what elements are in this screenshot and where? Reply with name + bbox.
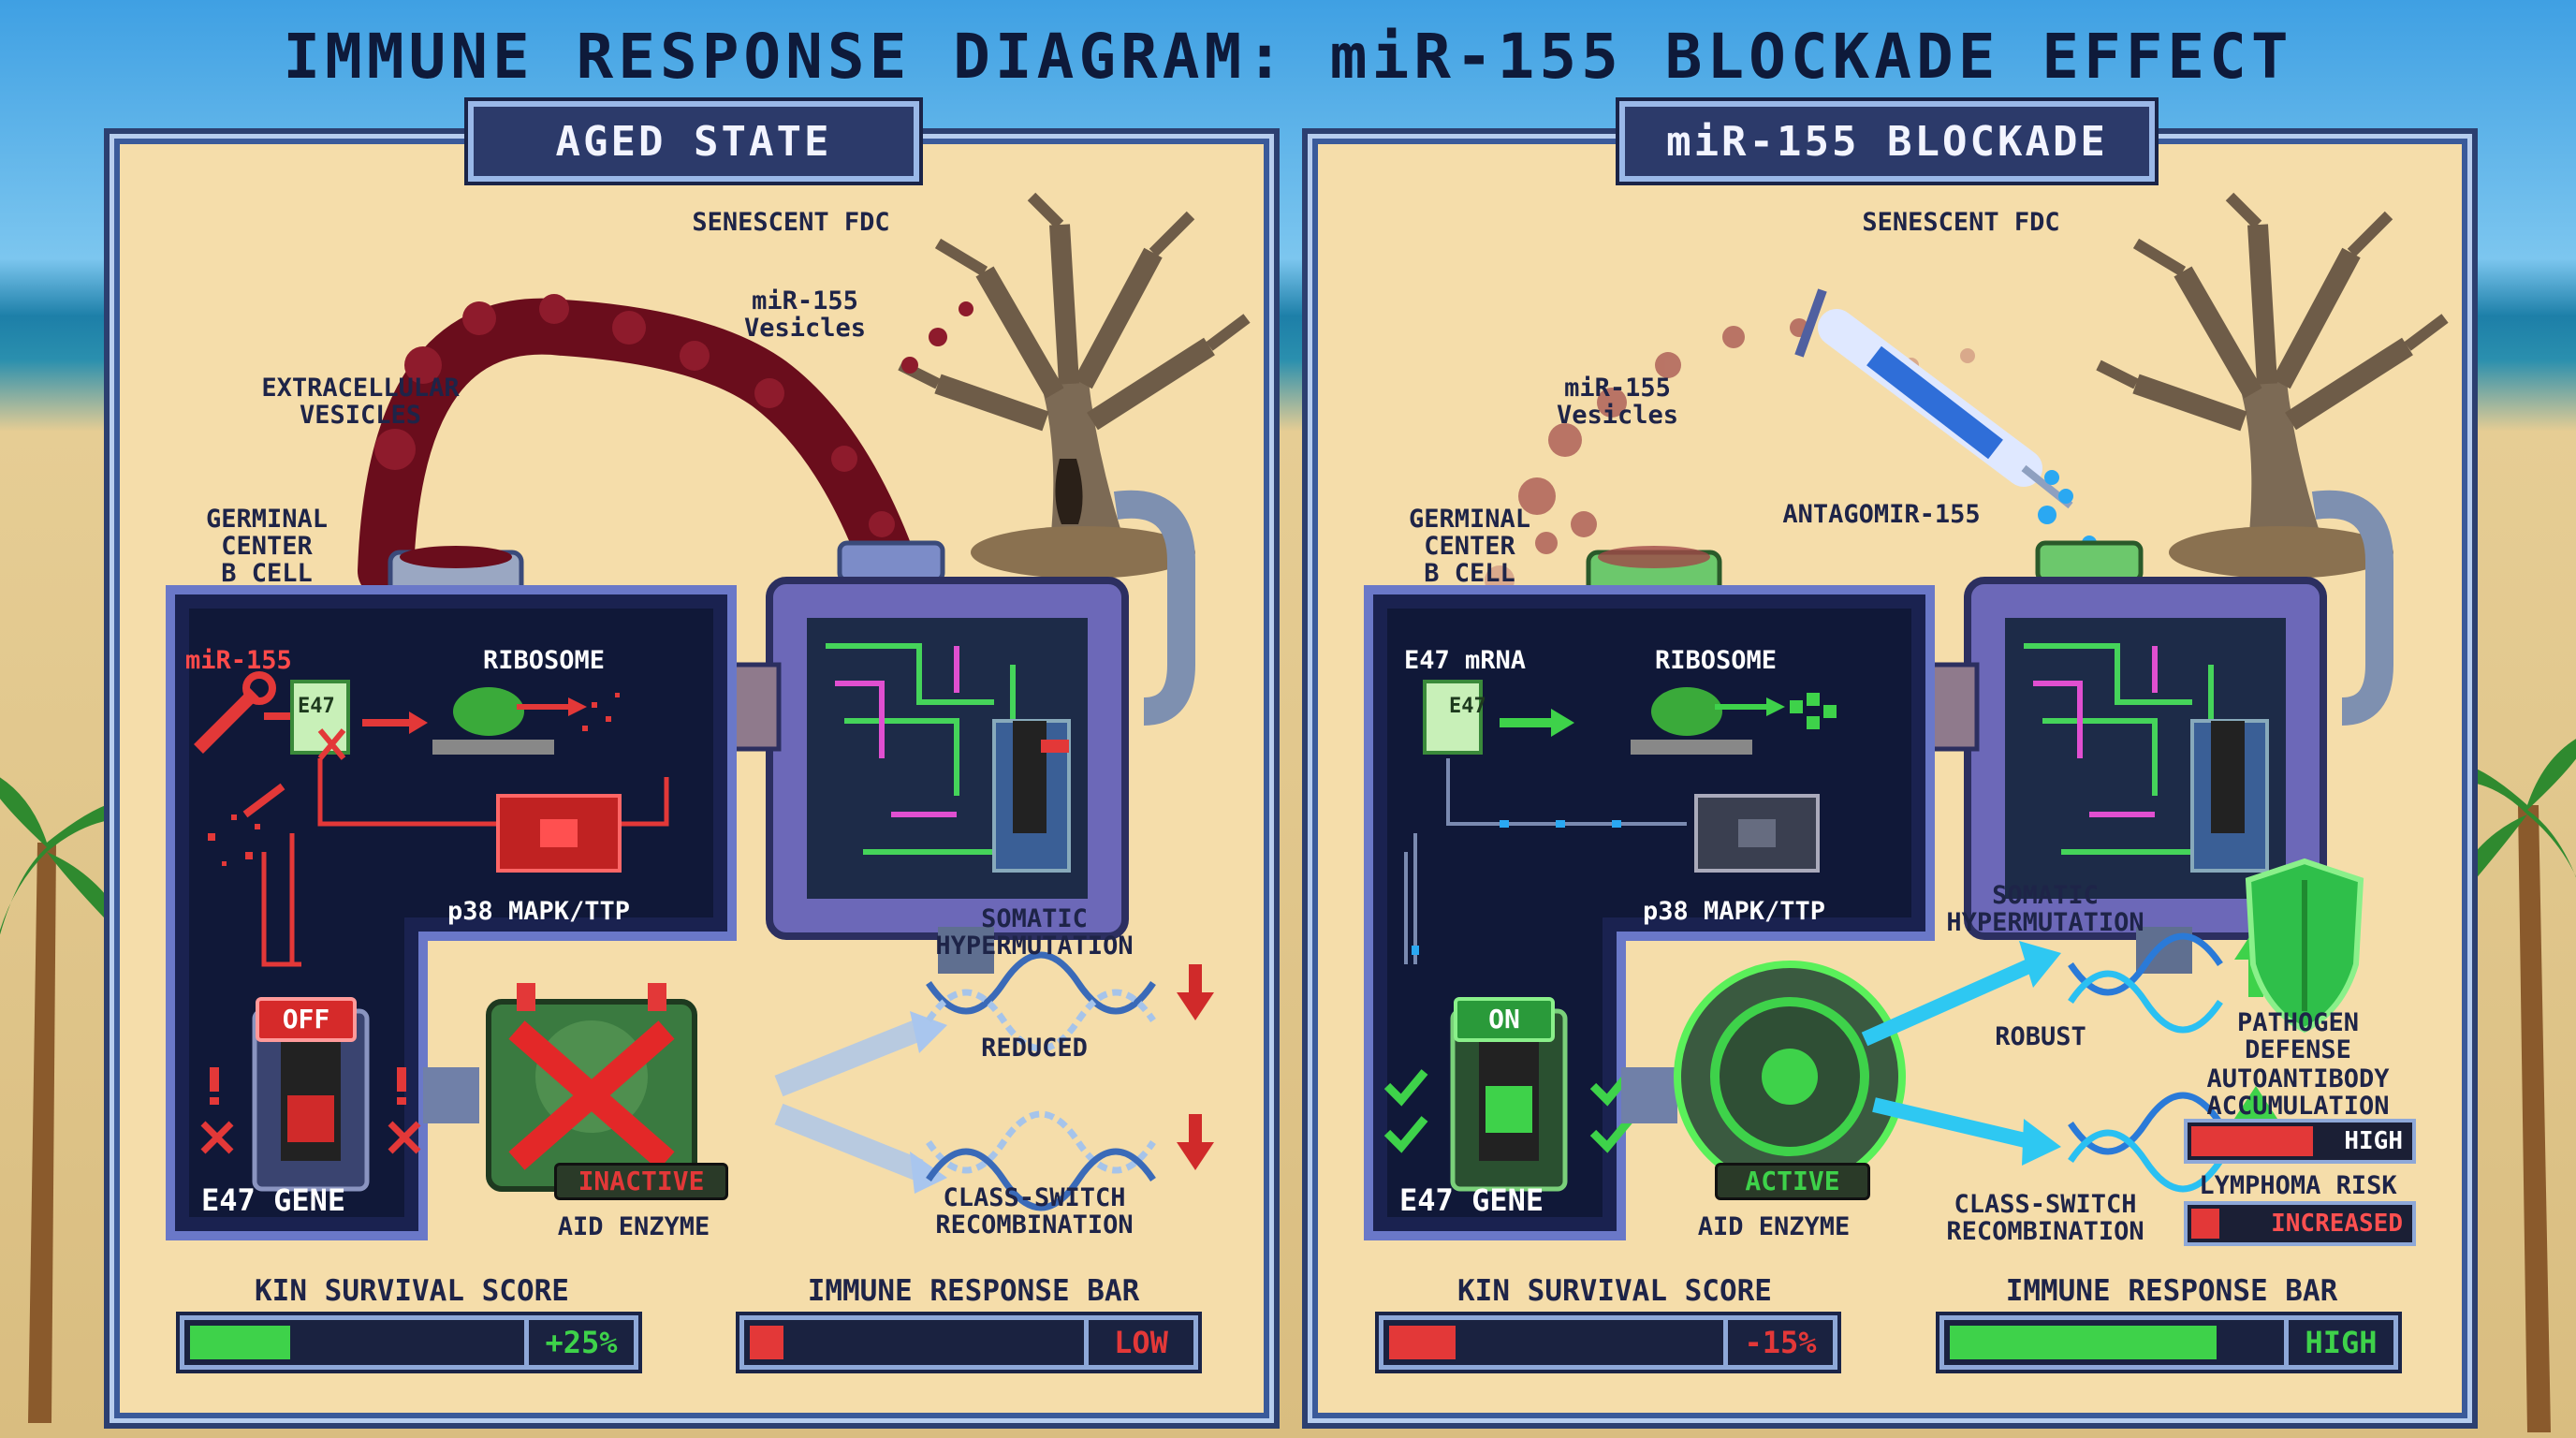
mir155-vesicles-label: miR-155 Vesicles [1556,374,1679,430]
aged-state-illustration [166,192,1251,1240]
ribosome-label: RIBOSOME [483,646,606,675]
csr-label: CLASS-SWITCH RECOMBINATION [935,1183,1134,1240]
e47-doc-label: E47 [298,695,335,718]
senescent-fdc-label: SENESCENT FDC [1862,208,2060,237]
autoantibody-value: HIGH [2344,1127,2403,1155]
shield-icon [2245,858,2364,1034]
palm-tree-icon [0,777,159,1423]
kin-survival-fill [190,1326,290,1359]
e47-mrna-label: E47 mRNA [1404,646,1527,675]
immune-response-fill [1950,1326,2217,1359]
document-icon [1423,680,1483,755]
blockade-header: miR-155 BLOCKADE [1619,101,2155,182]
p38-label: p38 MAPK/TTP [447,897,631,926]
autoantibody-label: AUTOANTIBODY ACCUMULATION [2206,1064,2390,1121]
shm-status-label: ROBUST [1995,1022,2086,1051]
immune-response-value: HIGH [2284,1320,2393,1365]
e47-gene-label: E47 GENE [201,1182,346,1218]
ribosome-icon [1631,687,1752,755]
e47-doc-label: E47 [1449,695,1486,718]
kin-survival-value: +25% [524,1320,634,1365]
extracellular-vesicles-label: EXTRACELLULAR VESICLES [261,374,460,430]
lymphoma-risk-value: INCREASED [2271,1210,2403,1238]
immune-response-label: IMMUNE RESPONSE BAR [807,1274,1140,1308]
gear-icon [1674,961,1906,1193]
shm-label: SOMATIC HYPERMUTATION [1946,881,2144,937]
wrench-icon [194,671,276,754]
immune-response-bar: LOW [739,1315,1198,1370]
switch-state-badge: ON [1454,997,1555,1042]
kin-survival-label: KIN SURVIVAL SCORE [255,1274,569,1308]
pipe-icon [2311,490,2393,726]
kin-survival-fill [1389,1326,1456,1359]
chip-icon [496,794,622,873]
x-mark-icon [200,1121,421,1154]
p38-label: p38 MAPK/TTP [1643,897,1826,926]
mir155-vesicles-label: miR-155 Vesicles [743,286,867,343]
switch-state-badge: OFF [256,997,357,1042]
lever-switch-icon [281,1039,341,1161]
shm-label: SOMATIC HYPERMUTATION [935,904,1134,961]
autoantibody-badge: HIGH [2184,1119,2416,1164]
germinal-center-b-cell-label: GERMINAL CENTER B CELL [1408,505,1531,588]
lymphoma-risk-badge: INCREASED [2184,1201,2416,1246]
aid-status-badge: ACTIVE [1715,1163,1870,1200]
blockade-illustration [1364,192,2449,1240]
ribosome-icon [432,687,554,755]
immune-response-bar: HIGH [1939,1315,2398,1370]
pipe-icon [1113,490,1195,726]
document-icon [290,680,350,755]
dna-icon [926,951,1156,1211]
dead-tree-icon [2096,192,2449,579]
ribosome-label: RIBOSOME [1655,646,1778,675]
lever-switch-icon [1479,1039,1539,1161]
lymphoma-risk-label: LYMPHOMA RISK [2199,1171,2397,1200]
aid-enzyme-label: AID ENZYME [557,1212,710,1241]
dead-tree-icon [898,192,1251,579]
immune-response-label: IMMUNE RESPONSE BAR [2005,1274,2338,1308]
shm-status-label: REDUCED [981,1034,1088,1063]
kin-survival-value: -15% [1723,1320,1833,1365]
antagomir-label: ANTAGOMIR-155 [1782,500,1981,529]
aid-enzyme-label: AID ENZYME [1697,1212,1851,1241]
aged-state-header: AGED STATE [468,101,919,182]
immune-response-fill [750,1326,783,1359]
arrow-icon [1177,964,1214,1170]
machine-icon [1909,577,2327,974]
chip-icon [1694,794,1820,873]
page-title: IMMUNE RESPONSE DIAGRAM: miR-155 BLOCKAD… [283,21,2293,93]
csr-label: CLASS-SWITCH RECOMBINATION [1946,1190,2144,1246]
aid-status-badge: INACTIVE [554,1163,728,1200]
mir155-label: miR-155 [185,646,292,675]
senescent-fdc-label: SENESCENT FDC [692,208,890,237]
e47-gene-label: E47 GENE [1399,1182,1544,1218]
pathogen-defense-label: PATHOGEN DEFENSE [2236,1008,2360,1064]
syringe-icon [1794,288,2073,509]
machine-icon [710,577,1129,974]
germinal-center-b-cell-label: GERMINAL CENTER B CELL [205,505,329,588]
kin-survival-bar: -15% [1379,1315,1837,1370]
kin-survival-bar: +25% [180,1315,638,1370]
dna-icon [2068,932,2223,1193]
kin-survival-label: KIN SURVIVAL SCORE [1457,1274,1772,1308]
immune-response-value: LOW [1084,1320,1193,1365]
